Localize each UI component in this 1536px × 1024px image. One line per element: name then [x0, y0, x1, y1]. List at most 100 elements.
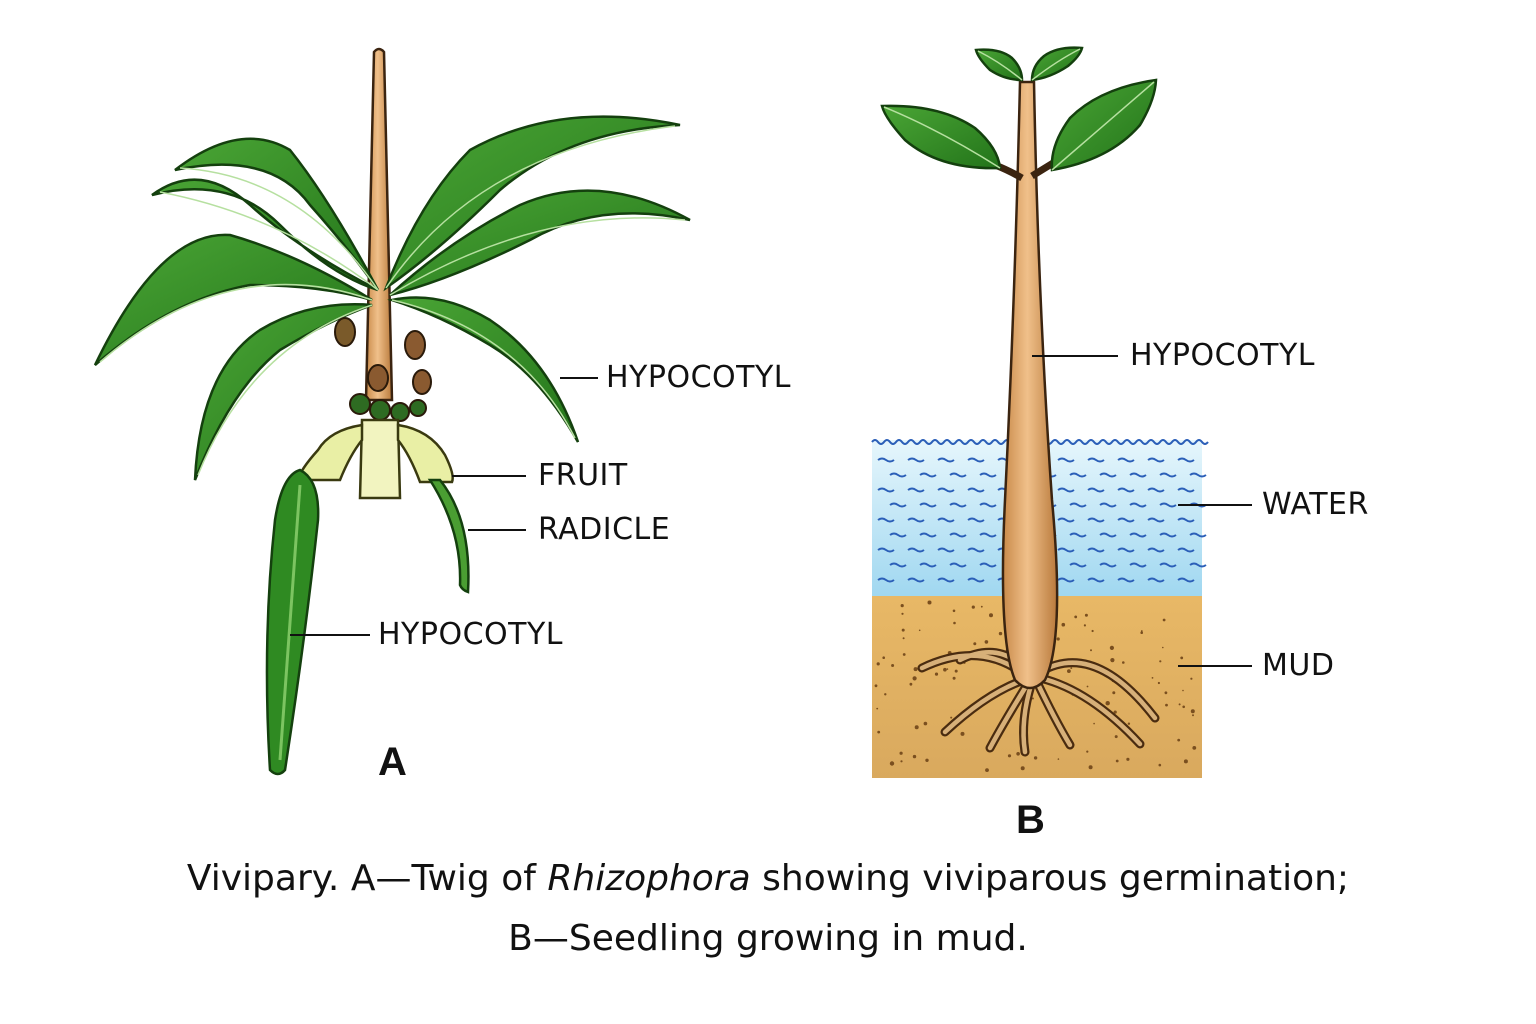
water-ripple [1159, 562, 1177, 568]
mud-speck [1177, 738, 1181, 742]
water-ripple [979, 472, 997, 478]
water-ripple [877, 517, 895, 523]
water-ripple [1117, 517, 1135, 523]
caption-line-1: Vivipary. A—Twig of Rhizophora showing v… [0, 858, 1536, 899]
water-ripple [1147, 517, 1165, 523]
figure-a-leaders [290, 377, 598, 636]
mud-speck [1090, 649, 1092, 652]
mud-speck [1159, 660, 1162, 663]
mud-speck [943, 667, 947, 672]
mud-speck [1162, 618, 1166, 622]
leaf-midribs [99, 125, 686, 476]
mud-speck [876, 707, 879, 710]
mud-speck [891, 664, 895, 667]
label-b-hypocotyl: HYPOCOTYL [1130, 338, 1316, 373]
mud-speck [1016, 752, 1020, 756]
water-ripple [949, 532, 967, 538]
water-ripple [937, 457, 955, 463]
water-ripple [877, 547, 895, 553]
hanging-hypocotyl [265, 468, 320, 776]
figure-b-leaders [1032, 355, 1252, 667]
mud-speck [950, 716, 953, 719]
water-ripple [1117, 487, 1135, 493]
water-ripple [1177, 577, 1195, 583]
mud-speck [971, 605, 975, 609]
mud-speck [876, 662, 880, 666]
mud-speck [1115, 759, 1119, 763]
mud-speck [946, 668, 949, 670]
water-ripple [1189, 472, 1207, 478]
mud-speck [1114, 735, 1118, 739]
mud-speck [882, 656, 885, 659]
water-ripple [1087, 517, 1105, 523]
mud-speck [1007, 754, 1012, 758]
water-ripple [1159, 502, 1177, 508]
water-ripple [949, 472, 967, 478]
water-ripple [937, 487, 955, 493]
mud-speck [1083, 624, 1086, 627]
water-ripple [1057, 577, 1075, 583]
water-ripple [967, 487, 985, 493]
mud-speck [1190, 677, 1193, 680]
label-a-hypocotyl-bottom: HYPOCOTYL [378, 617, 564, 652]
water-ripple [1177, 457, 1195, 463]
mud-speck [1178, 703, 1181, 706]
water-ripple [1159, 472, 1177, 478]
water-ripple [979, 532, 997, 538]
mud-speck [899, 751, 903, 755]
mud-speck [1122, 661, 1125, 664]
water-ripple [877, 577, 895, 583]
water-ripple [1099, 562, 1117, 568]
label-a-hypocotyl-top: HYPOCOTYL [606, 360, 792, 395]
water-ripple [889, 532, 907, 538]
twig-leaves [93, 115, 691, 481]
caption-line-2: B—Seedling growing in mud. [508, 918, 1028, 959]
mud-speck [909, 682, 913, 686]
water-ripple [1177, 547, 1195, 553]
mud-speck [889, 761, 895, 766]
water-ripple [1069, 472, 1087, 478]
mud-speck [1162, 646, 1164, 649]
mud-speck [1113, 710, 1117, 714]
mud-speck [1109, 645, 1114, 651]
mud-speck [1086, 685, 1089, 688]
water-ripple [979, 502, 997, 508]
caption-line-1-start: Vivipary. A—Twig of [186, 858, 548, 899]
mud-speck [918, 629, 921, 632]
mud-speck [1126, 757, 1130, 761]
fruit-base [358, 418, 402, 500]
water-ripple [889, 472, 907, 478]
mud-speck [901, 628, 905, 632]
mud-speck [1112, 691, 1116, 695]
mud-speck [1192, 714, 1194, 717]
mud-speck [1110, 658, 1115, 663]
mud-speck [877, 730, 881, 734]
radicle [427, 478, 470, 594]
water-ripple [1129, 472, 1147, 478]
water-ripple [1147, 457, 1165, 463]
mud-speck [884, 693, 887, 696]
mud-speck [1183, 759, 1188, 764]
mud-speck [954, 669, 958, 673]
water-ripple [907, 457, 925, 463]
water-ripple [1117, 547, 1135, 553]
label-a-fruit: FRUIT [538, 458, 628, 493]
water-ripple [1147, 577, 1165, 583]
water-ripple [1087, 457, 1105, 463]
water-ripple [937, 517, 955, 523]
figure-b-letter: B [1016, 798, 1045, 842]
water-ripple [1099, 532, 1117, 538]
mud-speck [1164, 691, 1168, 695]
water-ripple [1099, 472, 1117, 478]
water-ripple [1057, 547, 1075, 553]
mud-speck [1192, 746, 1197, 750]
water-ripple [907, 517, 925, 523]
mud-speck [1182, 689, 1184, 692]
mud-speck [923, 721, 928, 726]
water-ripple [1177, 517, 1195, 523]
water-ripple [937, 547, 955, 553]
water-ripple [937, 577, 955, 583]
water-ripple [1087, 577, 1105, 583]
water-ripple [919, 502, 937, 508]
mud-speck [1165, 703, 1168, 707]
